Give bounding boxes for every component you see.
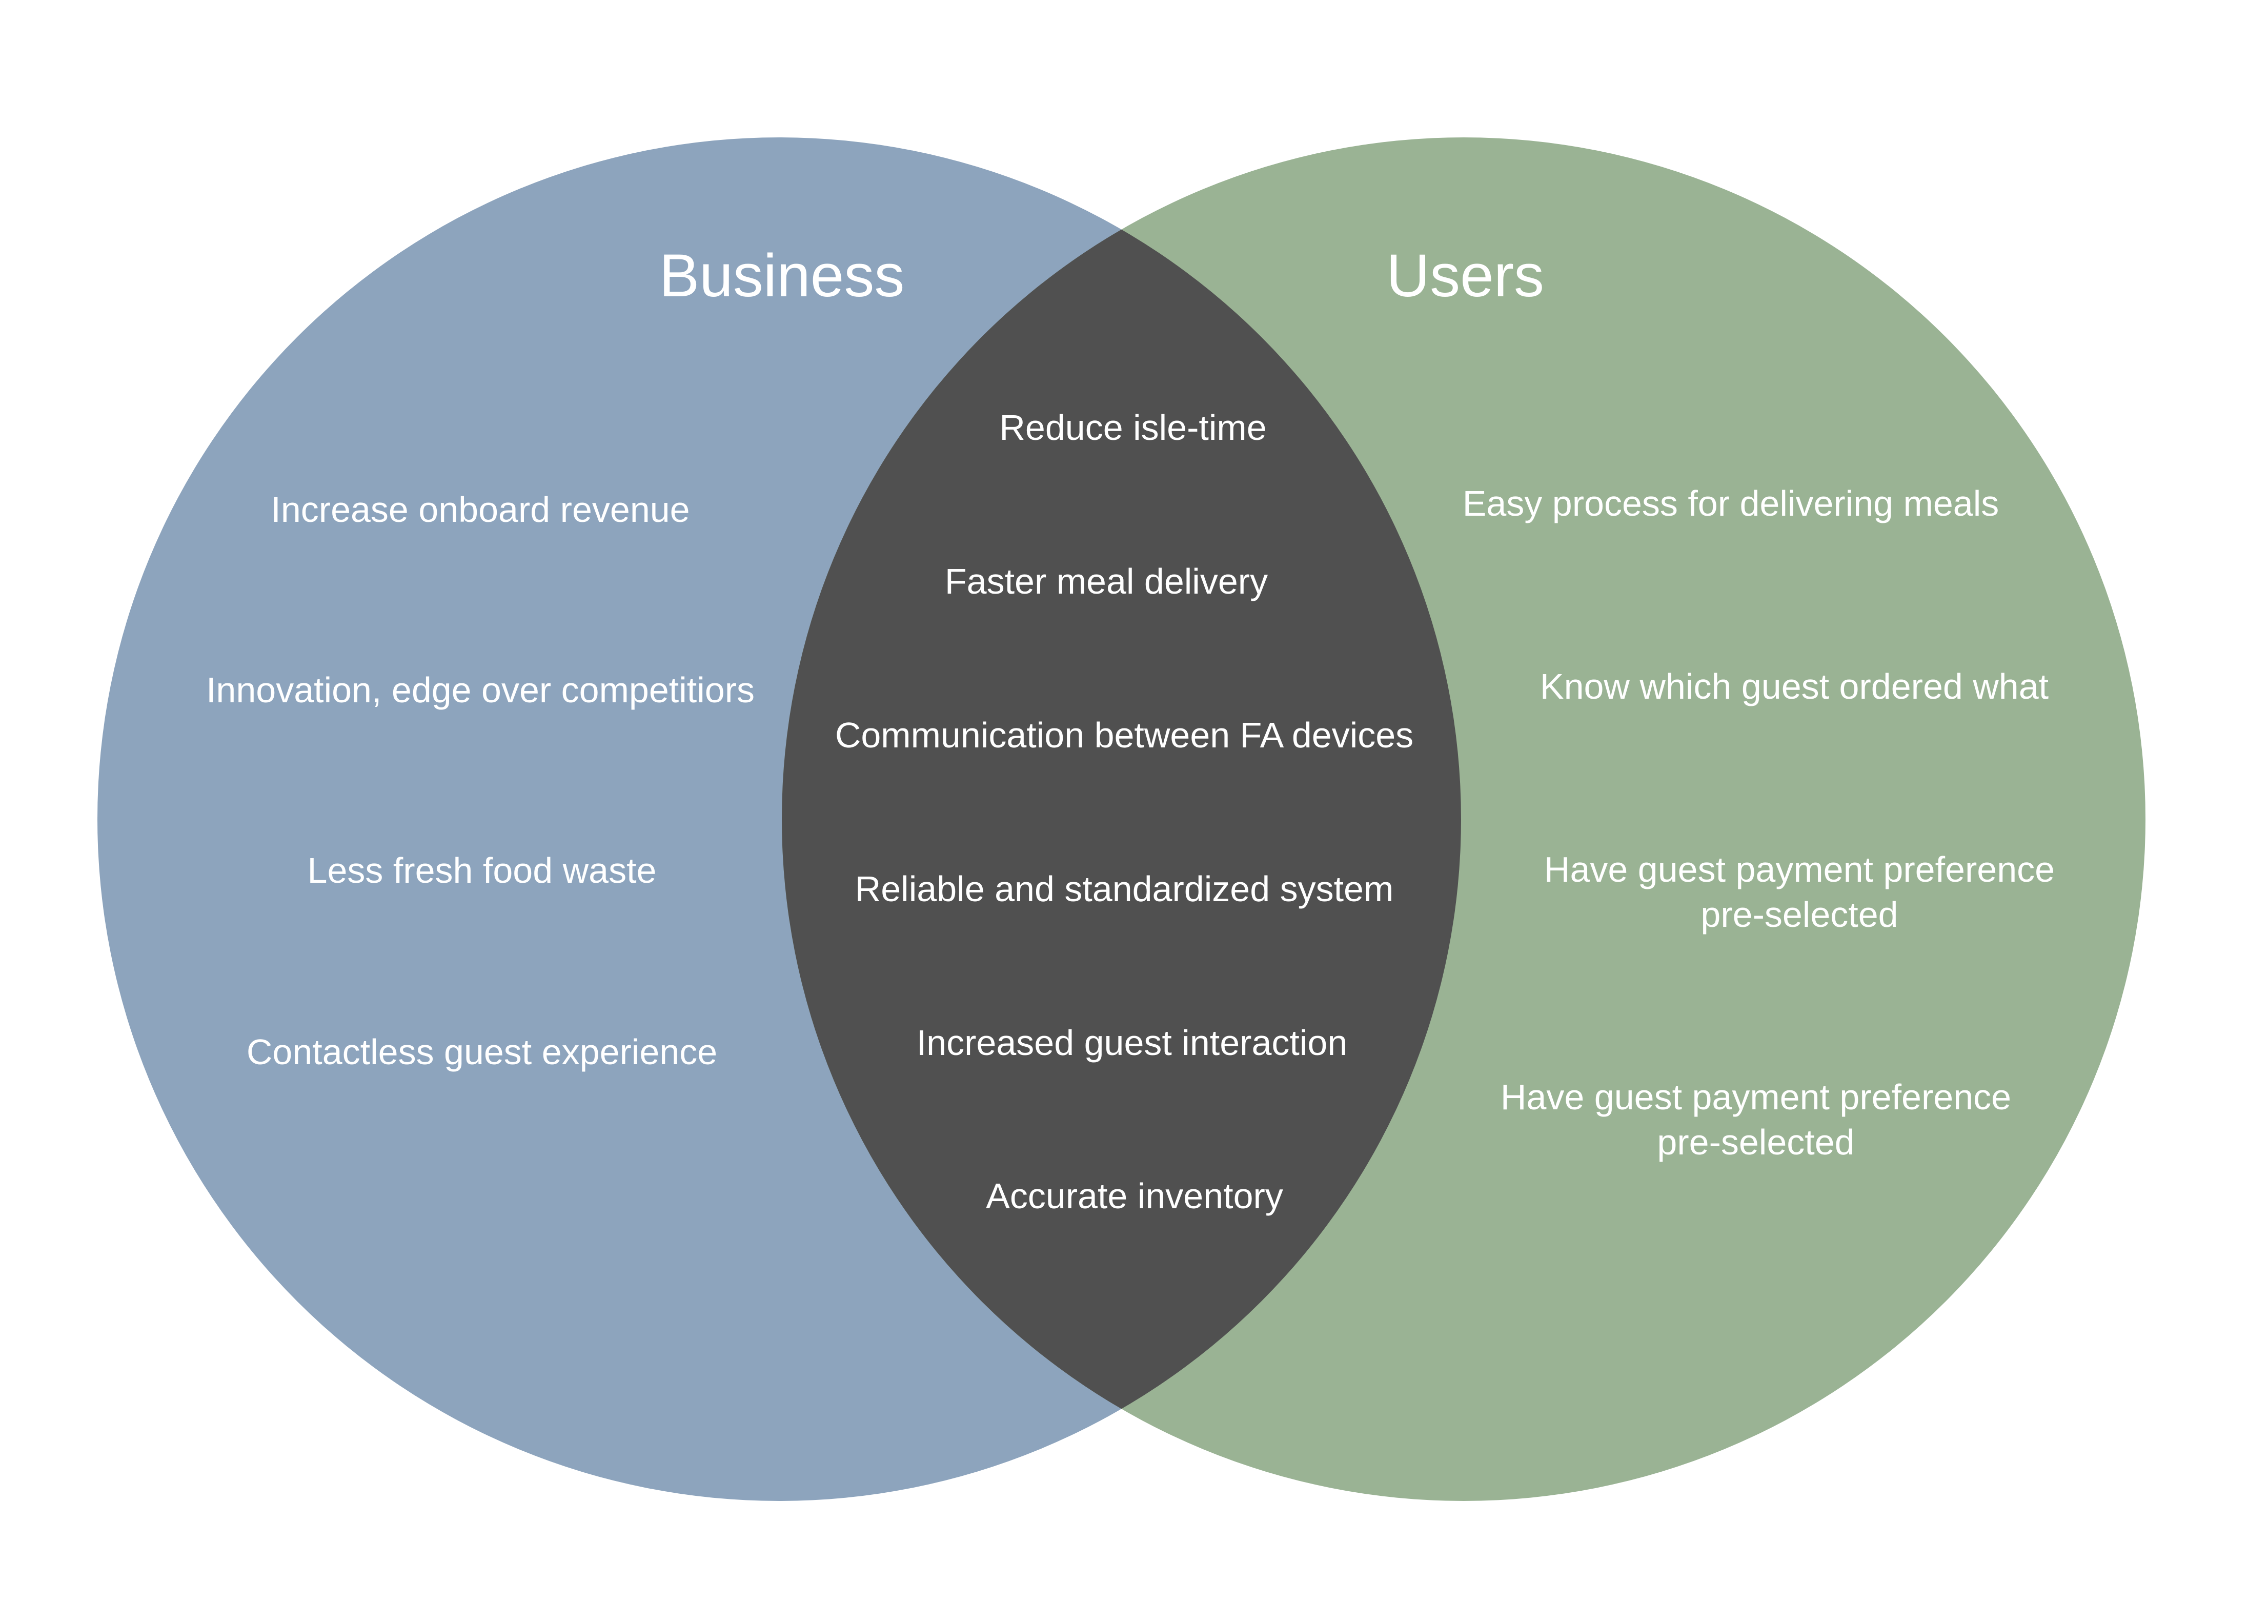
overlap-item: Reliable and standardized system xyxy=(855,869,1394,909)
users-item: Have guest payment preference xyxy=(1544,849,2055,889)
users-item: Have guest payment preference xyxy=(1501,1077,2011,1117)
overlap-item: Accurate inventory xyxy=(986,1176,1283,1216)
business-item: Innovation, edge over competitiors xyxy=(206,670,755,710)
users-item: pre-selected xyxy=(1700,895,1898,935)
overlap-item: Faster meal delivery xyxy=(945,561,1268,601)
overlap-region xyxy=(782,137,1461,1501)
users-item: Easy process for delivering meals xyxy=(1463,483,1999,523)
overlap-item: Increased guest interaction xyxy=(917,1023,1348,1063)
overlap-item: Reduce isle-time xyxy=(999,408,1266,448)
users-title: Users xyxy=(1386,242,1544,310)
users-item: pre-selected xyxy=(1657,1122,1854,1162)
business-title: Business xyxy=(659,242,905,310)
users-item: Know which guest ordered what xyxy=(1540,666,2049,706)
business-item: Less fresh food waste xyxy=(308,850,657,890)
business-item: Contactless guest experience xyxy=(247,1032,717,1072)
overlap-item: Communication between FA devices xyxy=(835,715,1413,755)
business-item: Increase onboard revenue xyxy=(271,490,690,530)
